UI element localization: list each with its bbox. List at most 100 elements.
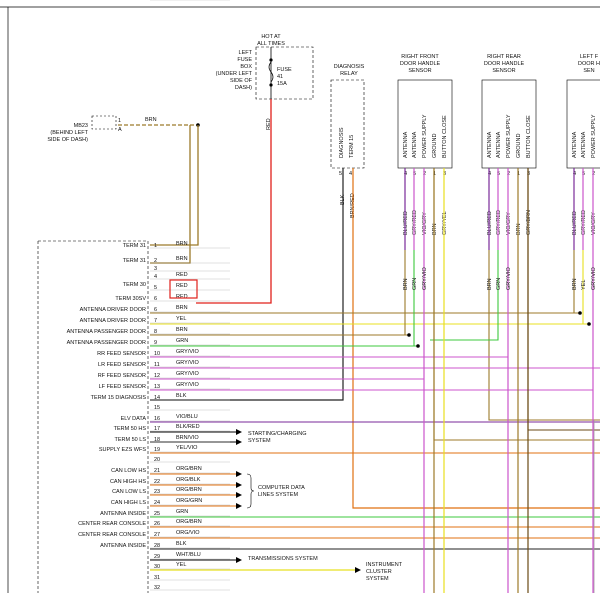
pin-wire-color: BRN — [176, 327, 188, 333]
connector-pin-16: 15 — [150, 405, 230, 411]
pin-label: ANTENNA PASSENGER DOOR — [67, 329, 146, 335]
connector-pin-33: 32 — [150, 585, 230, 591]
junction-pass-2 — [416, 344, 420, 348]
pin-number: 23 — [154, 489, 160, 495]
relay-pin-label-term15: TERM 15 — [349, 135, 355, 158]
connector-pin-30: 29 WHT/BLU — [150, 552, 230, 560]
pin-number: 27 — [154, 532, 160, 538]
sensor-title-line: DOOR H — [578, 61, 600, 67]
sensor-wire-label: BLU/RED — [572, 211, 578, 235]
sensor-pin-label: POWER SUPPLY — [422, 114, 428, 158]
pin-label: RR FEED SENSOR — [97, 351, 146, 357]
pin-label: CAN LOW LS — [112, 489, 146, 495]
fuse-box: HOT AT ALL TIMES LEFT FUSE BOX (UNDER LE… — [216, 34, 314, 100]
junction-driver-1 — [578, 311, 582, 315]
pin-number: 29 — [154, 554, 160, 560]
pin-number: 11 — [154, 362, 160, 368]
pin-wire-color: GRY/VIO — [176, 360, 200, 366]
fuse-rating: 15A — [277, 81, 287, 87]
connector-pin-12: 11 GRY/VIO LR FEED SENSOR — [98, 360, 230, 368]
pin-wire-color: BRN — [176, 256, 188, 262]
wire-rf-ground — [433, 168, 600, 441]
pin-number: 10 — [154, 351, 160, 357]
pin-number: 1 — [154, 243, 157, 249]
pin-number: 5 — [154, 285, 157, 291]
pin-number: 19 — [154, 447, 160, 453]
pin-wire-color: YEL — [176, 316, 186, 322]
pin-wire-color: ORG/BLK — [176, 477, 201, 483]
pin-label: LF FEED SENSOR — [99, 384, 146, 390]
mb23-pin-1: 1 — [118, 118, 121, 124]
pin-label: ANTENNA DRIVER DOOR — [80, 307, 146, 313]
sensor-title-line: LEFT F — [580, 54, 599, 60]
pin-wire-color: YEL/VIO — [176, 445, 198, 451]
sensor-pin-label: BUTTON CLOSE — [526, 115, 532, 158]
pin-number: 13 — [154, 384, 160, 390]
connector-pin-5: 5 RED — [150, 283, 230, 291]
pin-wire-color: RED — [176, 294, 188, 300]
sensor-pin-label: ANTENNA — [412, 131, 418, 158]
sensor-wire-label: GRY/RED — [496, 210, 502, 235]
sensor-wire-label: GRY/BRN — [526, 210, 532, 235]
pin-wire-color: ORG/BRN — [176, 519, 202, 525]
wire-rr-brn — [488, 250, 600, 421]
pin-number: 14 — [154, 395, 160, 401]
wire-red-term30sv — [196, 99, 272, 304]
hot-label-1: HOT AT — [261, 34, 281, 40]
pin-number: 2 — [154, 258, 157, 264]
relay-pin-4: 4 — [349, 171, 352, 177]
fuse-wire-label: RED — [266, 118, 272, 130]
pin-number: 16 — [154, 416, 160, 422]
transmission-system: TRANSMISSIONS SYSTEM — [248, 556, 318, 562]
relay-title-1: DIAGNOSIS — [334, 64, 365, 70]
starting-system-2: SYSTEM — [248, 438, 271, 444]
junction-driver-2 — [587, 322, 591, 326]
sensor-pin-label: ANTENNA — [487, 131, 493, 158]
sensor-wire-label: VIO/GRY — [422, 212, 428, 235]
pin-label: ANTENNA INSIDE — [100, 543, 146, 549]
pin-label: LR FEED SENSOR — [98, 362, 146, 368]
pin-wire-color: WHT/BLU — [176, 552, 201, 558]
sensor-title-line: DOOR HANDLE — [400, 61, 441, 67]
pin-number: 24 — [154, 500, 160, 506]
sensor-pin-label: ANTENNA — [581, 131, 587, 158]
cluster-system-2: CLUSTER — [366, 569, 392, 575]
relay-pin-5: 5 — [339, 171, 342, 177]
pin-label: TERM 50 HS — [114, 426, 147, 432]
pin-wire-color: BLK — [176, 393, 187, 399]
sensor-bottom-wire-label: GRY/VIO — [506, 266, 512, 290]
pin-label: TERM 30SV — [115, 296, 146, 302]
sensor-pin-label: GROUND — [516, 134, 522, 158]
pin-wire-color: RED — [176, 283, 188, 289]
sensor-wire-label: VIO/GRY — [591, 212, 597, 235]
pin-number: 25 — [154, 511, 160, 517]
sensor-pin-label: ANTENNA — [496, 131, 502, 158]
diagnosis-relay: DIAGNOSIS RELAY DIAGNOSIS TERM 15 5 4 BL… — [330, 64, 365, 218]
pin-number: 30 — [154, 564, 160, 570]
pin-wire-color: GRY/VIO — [176, 382, 200, 388]
sensor-wire-label: GRY/YEL — [442, 211, 448, 235]
pin-number: 4 — [154, 274, 157, 280]
sensor-title-line: SEN — [583, 68, 594, 74]
sensor-wire-label: BRN — [516, 223, 522, 235]
connector-pin-32: 31 — [150, 575, 230, 581]
pin-number: 18 — [154, 437, 160, 443]
relay-title-2: RELAY — [340, 71, 358, 77]
sensor-pin-label: ANTENNA — [403, 131, 409, 158]
pin-number: 20 — [154, 457, 160, 463]
pin-wire-color: GRY/VIO — [176, 371, 200, 377]
